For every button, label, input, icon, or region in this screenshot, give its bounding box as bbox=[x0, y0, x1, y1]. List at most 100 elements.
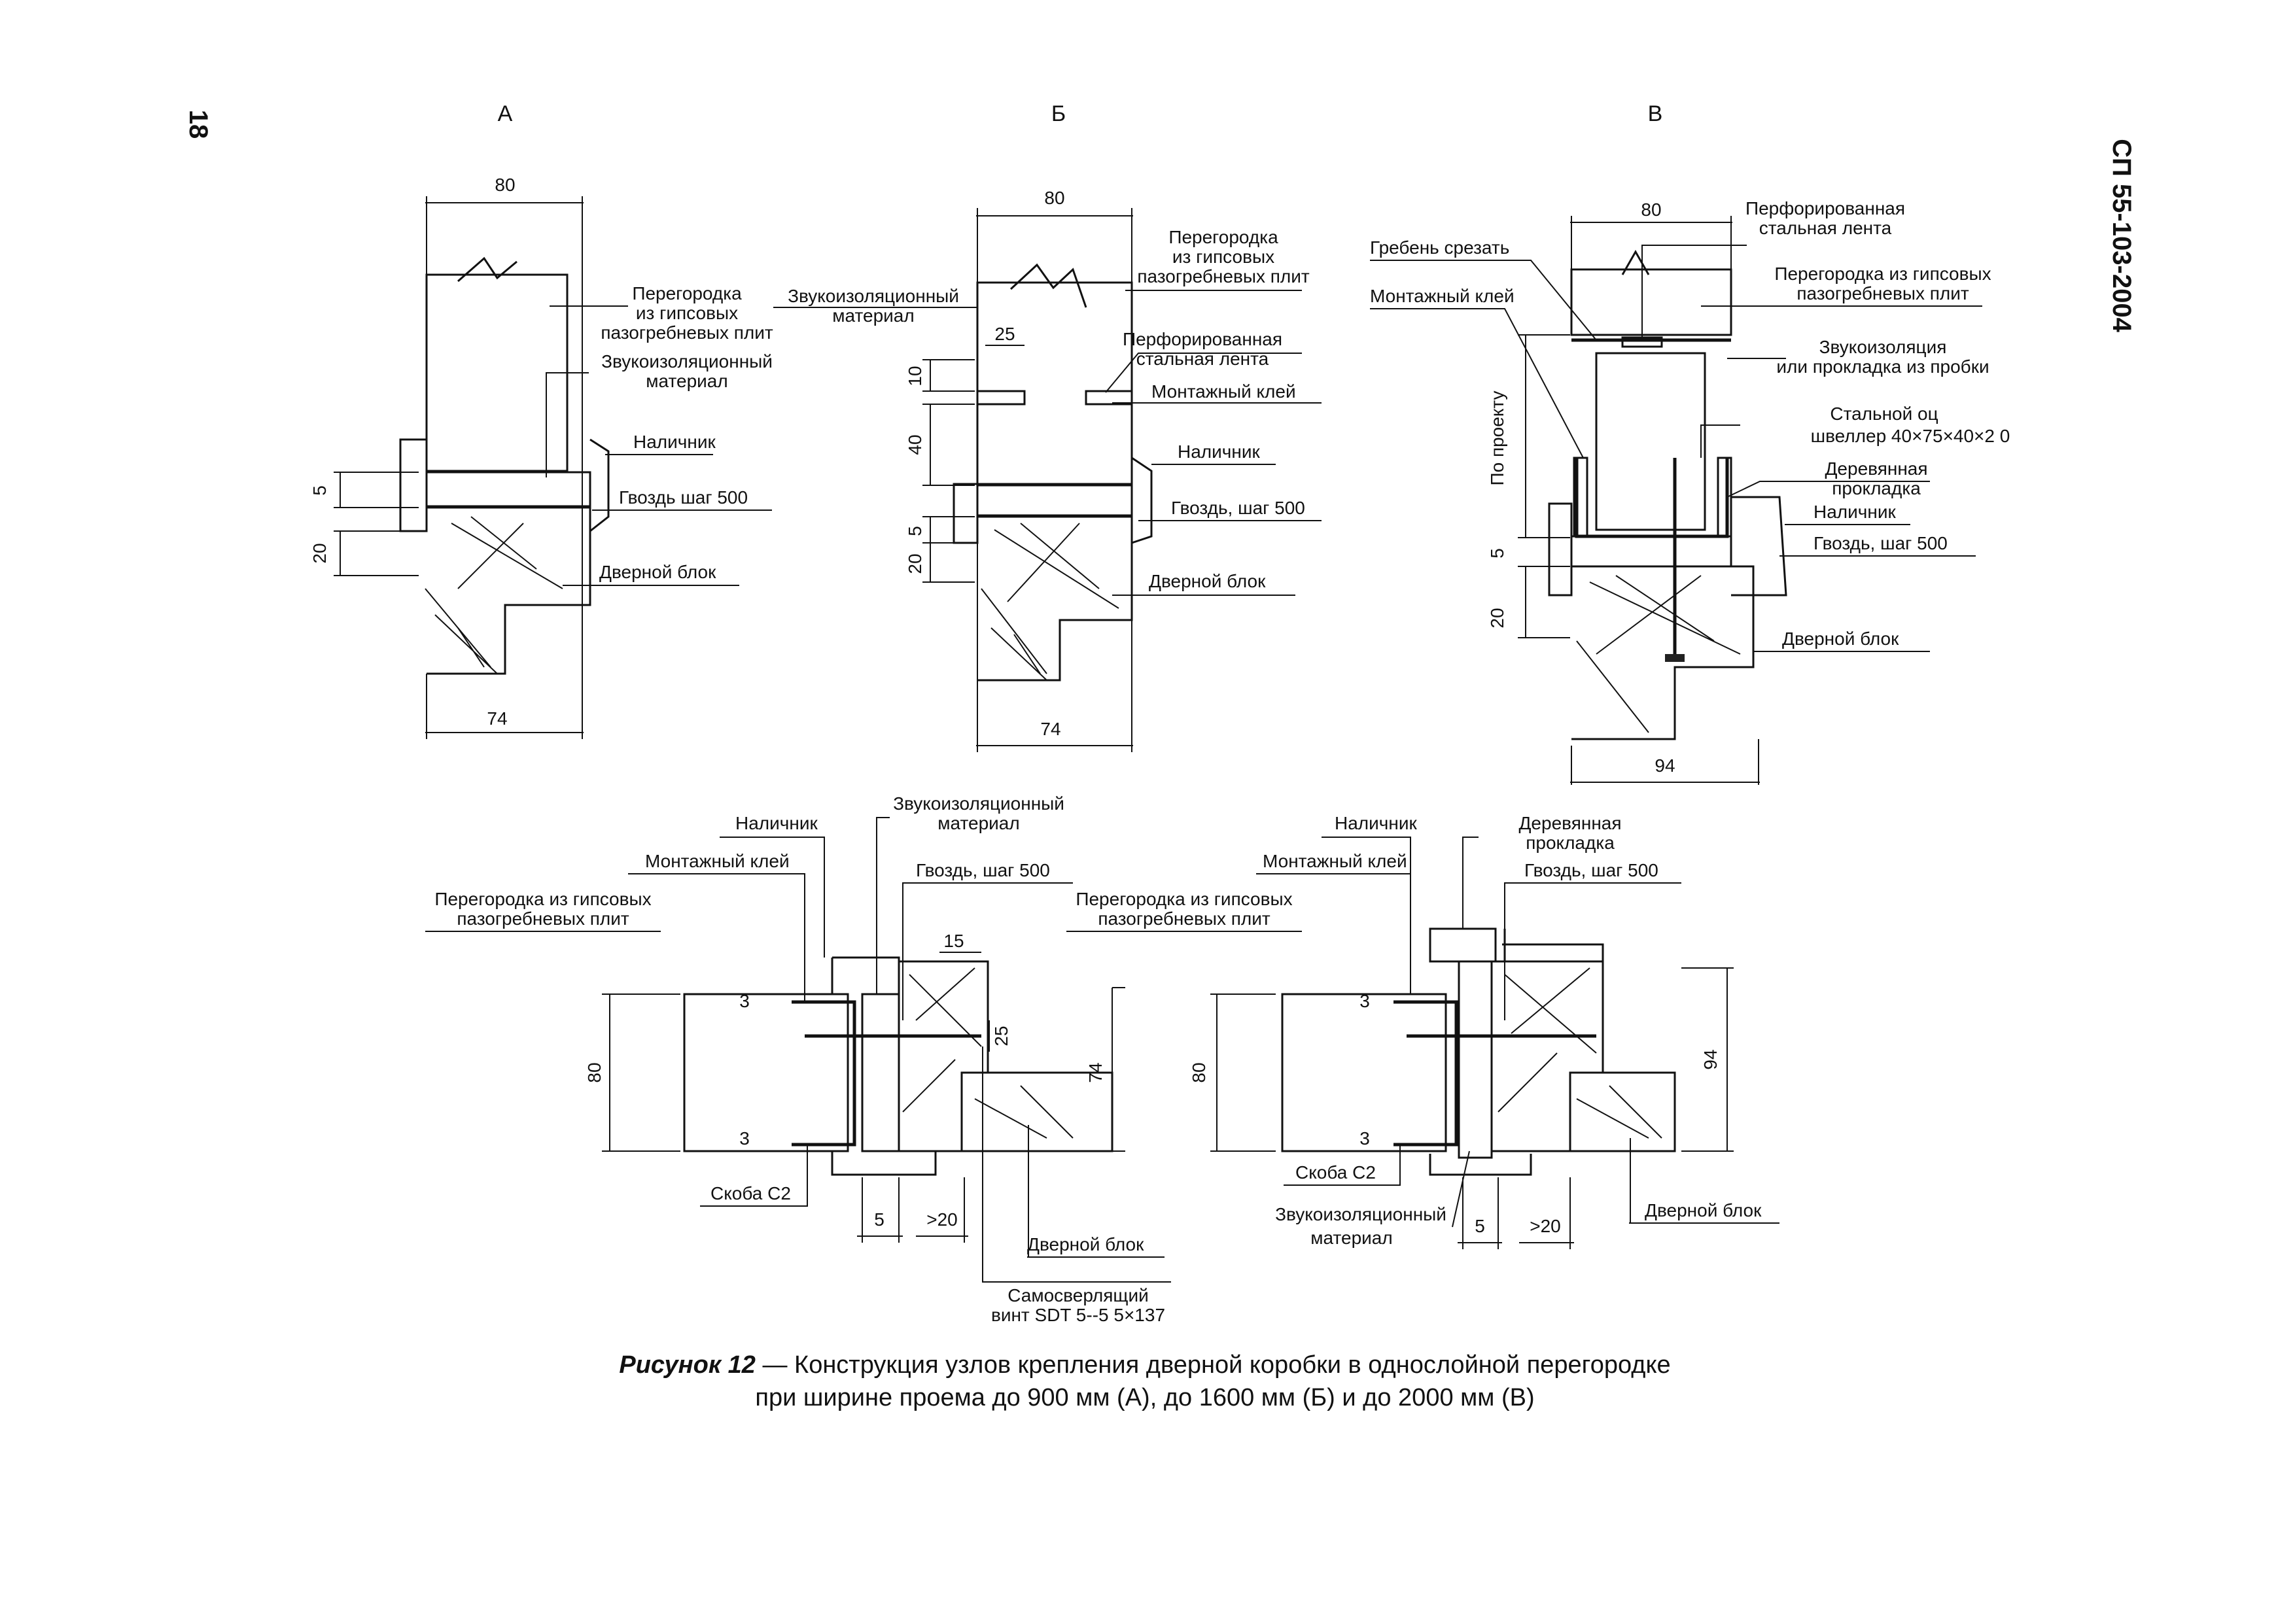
panel-c-dim-side: По проекту bbox=[1487, 390, 1507, 485]
panel-b-door-label: Дверной блок bbox=[1149, 571, 1266, 591]
panel-c-tape bbox=[1621, 336, 1663, 348]
panel-d-sound-layer bbox=[861, 993, 900, 1152]
panel-c-door-label: Дверной блок bbox=[1782, 629, 1899, 649]
panel-b-tape-label-1: Перфорированная bbox=[1123, 329, 1282, 349]
panel-e-sound-label-2: материал bbox=[1310, 1228, 1392, 1248]
panel-d-dim-20: >20 bbox=[926, 1209, 958, 1230]
panel-c-channel-label-2: швеллер 40×75×40×2 0 bbox=[1811, 426, 2010, 446]
panel-c: В 80 По проекту 5 20 bbox=[1370, 101, 2010, 785]
panel-a-dim-top: 80 bbox=[495, 175, 515, 195]
panel-a-dim-bottom: 74 bbox=[487, 708, 507, 729]
panel-c-partition-label-2: пазогребневых плит bbox=[1796, 283, 1969, 303]
panel-b-nail-label: Гвоздь, шаг 500 bbox=[1171, 498, 1305, 518]
panel-c-nail-label: Гвоздь, шаг 500 bbox=[1813, 533, 1948, 553]
panel-b-partition-label-2: из гипсовых bbox=[1172, 247, 1274, 267]
panel-e-wood-label-1: Деревянная bbox=[1518, 813, 1621, 833]
panel-e-sound-layer bbox=[1458, 960, 1493, 1159]
panel-e-partition-label-2: пазогребневых плит bbox=[1098, 908, 1270, 929]
panel-a-casing-label: Наличник bbox=[633, 432, 716, 452]
panel-a-sound-label-2: материал bbox=[646, 371, 727, 391]
panel-b-dim-40: 40 bbox=[905, 434, 925, 455]
panel-d-sound-label-2: материал bbox=[937, 813, 1019, 833]
panel-b-dim-20: 20 bbox=[905, 553, 925, 574]
panel-a-letter: А bbox=[498, 101, 513, 126]
panel-d-dim-3a: 3 bbox=[739, 991, 750, 1011]
panel-e-nail-label: Гвоздь, шаг 500 bbox=[1524, 860, 1658, 880]
panel-e-partition-label-1: Перегородка из гипсовых bbox=[1076, 889, 1292, 909]
panel-e-dim-94: 94 bbox=[1700, 1049, 1721, 1069]
svg-text:18: 18 bbox=[184, 110, 213, 139]
panel-b-letter: Б bbox=[1051, 101, 1066, 126]
panel-e-casing-label: Наличник bbox=[1335, 813, 1417, 833]
panel-b-sound-label-2: материал bbox=[832, 305, 914, 326]
panel-c-dim-top: 80 bbox=[1641, 199, 1661, 220]
panel-b-partition bbox=[976, 281, 1133, 485]
panel-c-sound-layer bbox=[1570, 535, 1732, 568]
panel-a-partition-label-2: из гипсовых bbox=[636, 303, 738, 323]
panel-e-door-label: Дверной блок bbox=[1645, 1200, 1762, 1220]
panel-e: 80 94 3 3 5 >20 Наличник Деревянная прок… bbox=[1066, 813, 1779, 1249]
panel-d-dim-3b: 3 bbox=[739, 1128, 750, 1149]
figure-caption-label: Рисунок 12 bbox=[619, 1351, 756, 1379]
panel-c-casing-label: Наличник bbox=[1813, 502, 1896, 522]
document-code: СП 55-103-2004 bbox=[2107, 139, 2136, 332]
figure-caption-line-2: при ширине проема до 900 мм (А), до 1600… bbox=[755, 1384, 1535, 1411]
panel-d-glue-label: Монтажный клей bbox=[645, 851, 790, 871]
panel-d: 80 74 15 25 3 3 5 >20 Наличник Звукоизол… bbox=[425, 793, 1171, 1325]
panel-c-partition-label-1: Перегородка из гипсовых bbox=[1774, 264, 1991, 284]
figure-caption: Рисунок 12 — Конструкция узлов крепления… bbox=[536, 1349, 1753, 1414]
panel-a-dim-20: 20 bbox=[309, 543, 330, 563]
panel-b-dim-top: 80 bbox=[1044, 188, 1064, 208]
panel-d-dim-15: 15 bbox=[943, 931, 964, 951]
panel-c-letter: В bbox=[1648, 101, 1663, 126]
panel-d-partition bbox=[683, 993, 849, 1152]
panel-a-dim-5: 5 bbox=[309, 485, 330, 496]
panel-d-screw-label-1: Самосверлящий bbox=[1007, 1285, 1149, 1305]
panel-b-sound-label-1: Звукоизоляционный bbox=[788, 286, 959, 306]
panel-d-nail-label: Гвоздь, шаг 500 bbox=[916, 860, 1050, 880]
panel-b-dim-10: 10 bbox=[905, 366, 925, 386]
panel-e-bracket-label: Скоба С2 bbox=[1295, 1162, 1376, 1183]
panel-a-sound-layer bbox=[425, 471, 591, 508]
panel-c-partition-top bbox=[1570, 268, 1732, 336]
panel-a: А 80 5 20 74 Перегородка из гипсовых bbox=[309, 101, 773, 739]
panel-e-dim-80: 80 bbox=[1189, 1062, 1209, 1082]
panel-b-glue-label: Монтажный клей bbox=[1151, 381, 1296, 402]
panel-b-tape-left bbox=[976, 390, 1026, 406]
panel-e-partition bbox=[1281, 993, 1447, 1152]
panel-b-dim-bottom: 74 bbox=[1040, 719, 1060, 739]
panel-e-wood-pad bbox=[1429, 927, 1497, 963]
panel-b-tape-label-2: стальная лента bbox=[1136, 349, 1269, 369]
panel-b-sound-layer bbox=[976, 484, 1133, 517]
panel-b-casing-label: Наличник bbox=[1178, 441, 1260, 462]
panel-a-partition-label-3: пазогребневых плит bbox=[601, 322, 773, 343]
figure-caption-line-1: — Конструкция узлов крепления дверной ко… bbox=[755, 1351, 1671, 1379]
panel-d-dim-25: 25 bbox=[991, 1026, 1011, 1046]
panel-c-glue-label: Монтажный клей bbox=[1370, 286, 1515, 306]
panel-b: Б 80 10 40 5 20 25 bbox=[773, 101, 1322, 752]
panel-d-sound-label-1: Звукоизоляционный bbox=[893, 793, 1064, 814]
panel-c-dim-20: 20 bbox=[1487, 608, 1507, 628]
panel-a-nail-label: Гвоздь шаг 500 bbox=[619, 487, 748, 508]
panel-c-dim-5: 5 bbox=[1487, 548, 1507, 559]
panel-d-partition-label-2: пазогребневых плит bbox=[457, 908, 629, 929]
panel-d-partition-label-1: Перегородка из гипсовых bbox=[434, 889, 651, 909]
panel-a-door-label: Дверной блок bbox=[599, 562, 716, 582]
panel-d-bracket-label: Скоба С2 bbox=[710, 1183, 791, 1203]
panel-e-bracket bbox=[1393, 1000, 1458, 1147]
panel-b-dim-5: 5 bbox=[905, 526, 925, 536]
panel-b-dim-25: 25 bbox=[994, 324, 1015, 344]
panel-c-tape-label-2: стальная лента bbox=[1759, 218, 1892, 238]
panel-d-dim-5: 5 bbox=[874, 1209, 885, 1230]
panel-c-tape-label-1: Перфорированная bbox=[1745, 198, 1905, 218]
panel-c-sound-label-2: или прокладка из пробки bbox=[1776, 356, 1989, 377]
panel-d-casing-label: Наличник bbox=[735, 813, 818, 833]
panel-d-screw-label-2: винт SDT 5--5 5×137 bbox=[991, 1305, 1165, 1325]
panel-d-dim-74: 74 bbox=[1085, 1062, 1106, 1082]
panel-a-sound-label-1: Звукоизоляционный bbox=[601, 351, 773, 371]
panel-e-dim-5: 5 bbox=[1475, 1216, 1485, 1236]
panel-d-door-label: Дверной блок bbox=[1027, 1234, 1144, 1254]
panel-c-partition-inner bbox=[1595, 352, 1706, 531]
panel-e-glue-label: Монтажный клей bbox=[1263, 851, 1407, 871]
